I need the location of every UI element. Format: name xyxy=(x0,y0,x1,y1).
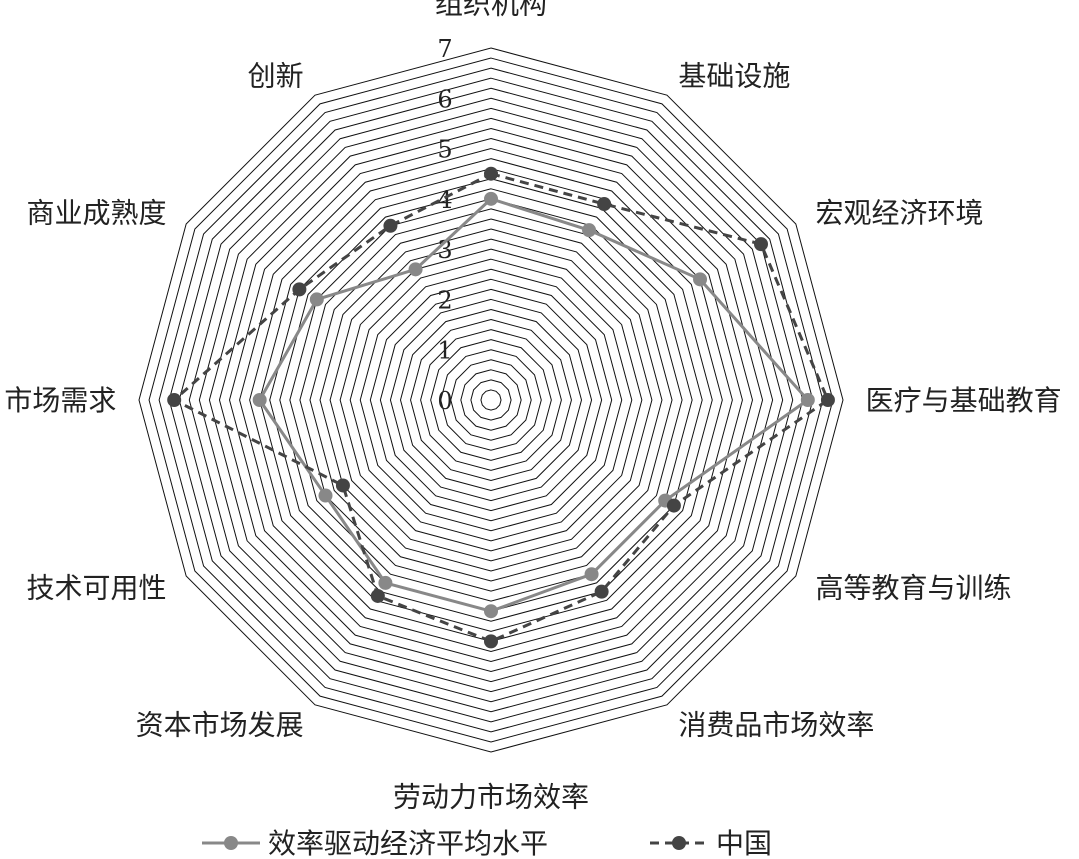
grid-ring xyxy=(138,47,844,753)
series-point-0 xyxy=(378,575,393,590)
grid-ring xyxy=(309,218,673,582)
grid-ring xyxy=(228,137,754,663)
series-point-0 xyxy=(800,393,815,407)
grid-ring xyxy=(299,208,683,592)
grid-ring xyxy=(319,228,663,572)
series-point-1 xyxy=(666,498,681,513)
category-label: 消费品市场效率 xyxy=(678,708,874,741)
grid-ring xyxy=(329,238,653,562)
grid-ring xyxy=(389,298,593,502)
category-label: 宏观经济环境 xyxy=(815,197,983,230)
grid-ring xyxy=(450,359,532,441)
grid-ring xyxy=(198,107,784,693)
grid-ring xyxy=(239,148,743,652)
series-point-1 xyxy=(597,197,612,212)
category-label: 劳动力市场效率 xyxy=(393,781,589,814)
grid-ring xyxy=(339,248,643,552)
series-point-0 xyxy=(252,393,267,407)
grid-ring xyxy=(420,329,562,471)
grid-ring xyxy=(148,57,834,743)
grid-ring xyxy=(168,77,814,723)
grid-ring xyxy=(430,339,552,461)
tick-label: 6 xyxy=(437,85,452,113)
series-point-0 xyxy=(484,604,498,619)
series-point-0 xyxy=(309,292,324,307)
grid-ring xyxy=(158,67,824,733)
series-point-0 xyxy=(484,191,498,206)
grid-ring xyxy=(410,319,572,481)
series-point-0 xyxy=(318,488,333,503)
grid-ring xyxy=(470,379,512,421)
series-point-1 xyxy=(370,588,385,603)
series-point-1 xyxy=(820,393,835,407)
grid-ring xyxy=(359,268,623,532)
grid-ring xyxy=(369,278,613,522)
series-point-1 xyxy=(383,218,398,233)
tick-label: 3 xyxy=(437,236,452,264)
tick-label: 4 xyxy=(437,186,452,214)
category-label: 医疗与基础教育 xyxy=(866,384,1062,417)
tick-label: 2 xyxy=(437,286,452,314)
grid-ring xyxy=(480,389,502,411)
tick-label: 5 xyxy=(437,136,452,164)
series-point-1 xyxy=(484,634,498,649)
legend-label: 效率驱动经济平均水平 xyxy=(268,827,548,859)
series-point-1 xyxy=(335,478,350,493)
category-label: 资本市场发展 xyxy=(136,708,304,741)
tick-label: 7 xyxy=(437,35,452,63)
series-point-1 xyxy=(167,393,182,407)
series-point-1 xyxy=(484,166,498,181)
legend-marker-1 xyxy=(672,836,686,850)
series-point-0 xyxy=(582,223,597,238)
category-label: 高等教育与训练 xyxy=(815,571,1011,604)
category-label: 市场需求 xyxy=(4,384,116,417)
series-point-0 xyxy=(693,272,708,287)
tick-label: 1 xyxy=(437,337,452,365)
grid-ring xyxy=(208,117,774,683)
series-point-1 xyxy=(594,584,609,599)
grid-ring xyxy=(460,369,522,431)
series-point-0 xyxy=(408,262,423,277)
series-point-1 xyxy=(754,237,769,252)
grid-ring xyxy=(259,168,723,632)
legend-marker-0 xyxy=(224,836,238,850)
series-point-0 xyxy=(584,567,599,582)
category-label: 基础设施 xyxy=(678,60,790,93)
tick-label: 0 xyxy=(437,387,452,415)
category-label: 创新 xyxy=(248,60,304,93)
grid-ring xyxy=(379,288,603,512)
grid-ring xyxy=(269,178,713,622)
grid-ring xyxy=(249,158,733,642)
grid-ring xyxy=(218,127,764,673)
category-label: 技术可用性 xyxy=(27,571,167,604)
grid-ring xyxy=(349,258,633,542)
grid-ring xyxy=(440,349,542,451)
legend-label: 中国 xyxy=(716,827,772,859)
grid-ring xyxy=(178,87,804,713)
grid-ring xyxy=(399,308,583,492)
category-label: 组织机构 xyxy=(435,0,547,20)
grid-ring xyxy=(188,97,794,703)
category-label: 商业成熟度 xyxy=(27,197,167,230)
series-point-1 xyxy=(292,282,307,297)
